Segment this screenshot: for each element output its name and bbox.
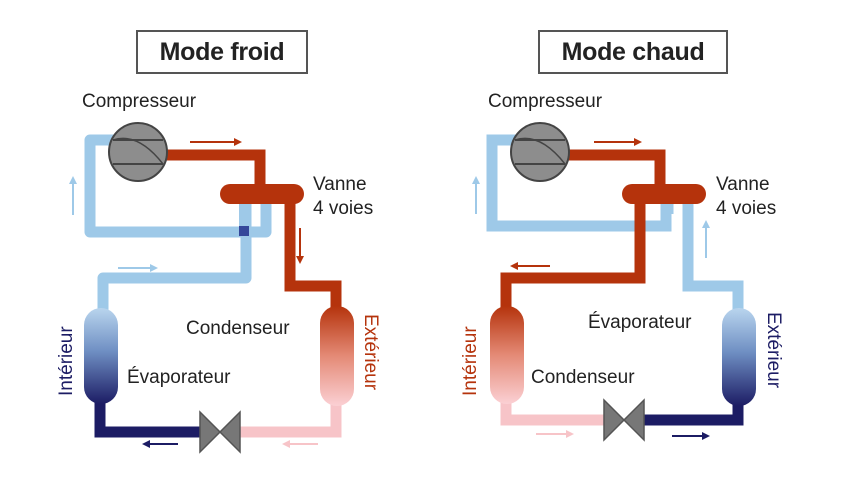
expansion-valve-icon-hot [603,398,645,442]
cold-line-hot [644,398,744,426]
hot-indoor-label: Intérieur [460,326,481,396]
cold-compressor-label: Compresseur [82,91,197,112]
expansion-valve-icon [199,410,241,454]
cold-mode-panel [69,122,354,454]
cold-valve-label-line1: Vanne [313,174,367,195]
hot-compressor-label: Compresseur [488,91,603,112]
cold-condenser-label: Condenseur [186,318,290,339]
discharge-pipe [165,149,266,188]
indoor-supply-line [500,196,646,312]
cold-valve-label-line2: 4 voies [313,198,374,219]
hot-valve-label-line1: Vanne [716,174,770,195]
compressor-icon [108,122,168,182]
flow-arrows-hot [472,138,710,440]
suction-pipe-hot [486,134,672,232]
outdoor-line [284,198,342,312]
liquid-line [240,400,342,438]
outdoor-coil [320,306,354,406]
hot-mode-panel [472,122,756,442]
outdoor-coil-hot [722,308,756,406]
four-way-valve [220,184,304,204]
indoor-coil-hot [490,306,524,404]
cold-mode-title: Mode froid [136,30,308,74]
discharge-pipe-hot [566,149,666,186]
liquid-line-hot [500,396,604,426]
hot-evaporator-label: Évaporateur [588,312,692,333]
hot-condenser-label: Condenseur [531,367,635,388]
compressor-icon-hot [510,122,570,182]
cold-evaporator-label: Évaporateur [127,367,231,388]
four-way-valve-hot [622,184,706,204]
hot-outdoor-label: Extérieur [763,312,784,389]
hot-mode-title: Mode chaud [538,30,728,74]
indoor-coil [84,308,118,404]
cold-line [94,396,200,438]
hot-valve-label-line2: 4 voies [716,198,777,219]
cold-outdoor-label: Extérieur [360,314,381,391]
cold-indoor-label: Intérieur [56,326,77,396]
flow-arrows [69,138,318,448]
